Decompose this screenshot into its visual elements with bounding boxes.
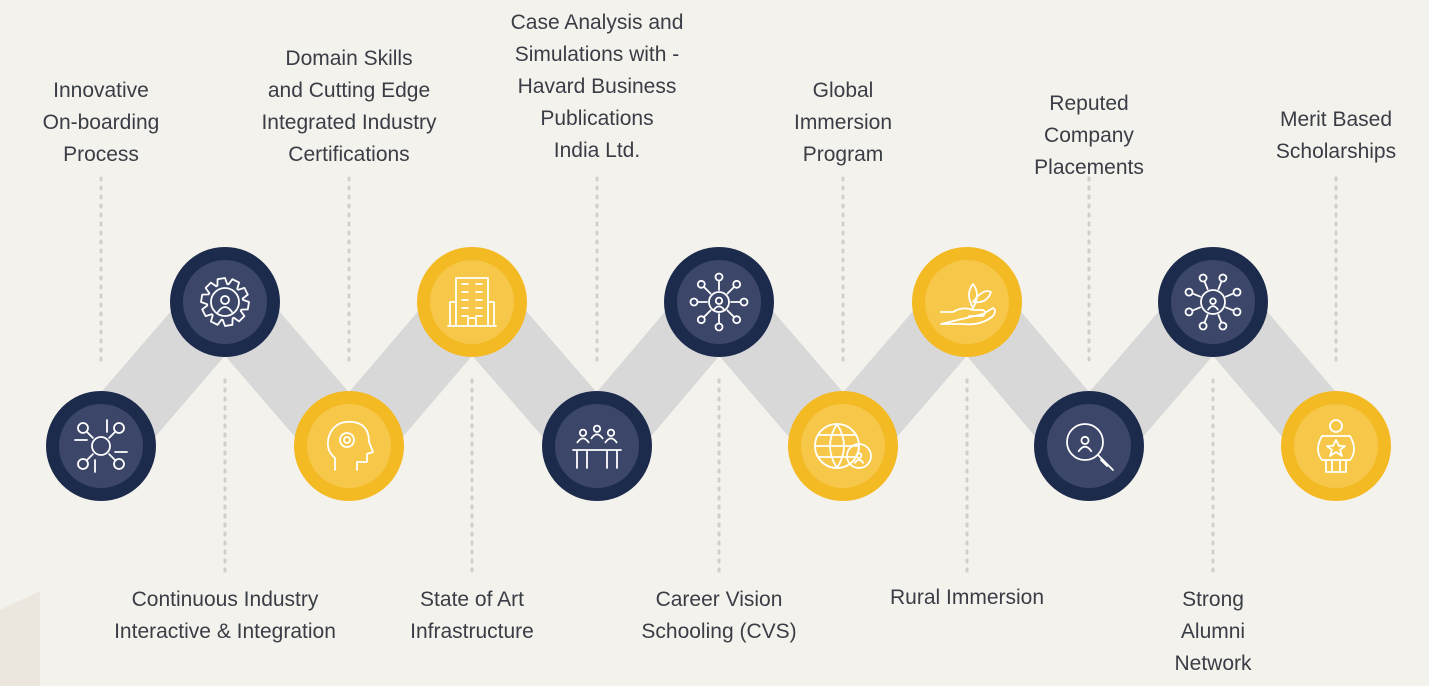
trophy-person-icon bbox=[1317, 419, 1355, 473]
step-node bbox=[1034, 391, 1144, 501]
node-core bbox=[925, 260, 1009, 344]
step-label: Domain Skills and Cutting Edge Integrate… bbox=[261, 47, 437, 166]
step-label: Case Analysis and Simulations with - Hav… bbox=[510, 11, 684, 162]
building-icon bbox=[447, 277, 497, 327]
step-label: Strong Alumni Network bbox=[1174, 588, 1252, 675]
alumni-network-icon bbox=[1184, 273, 1242, 331]
step-node bbox=[46, 391, 156, 501]
node-core bbox=[430, 260, 514, 344]
step-node bbox=[170, 247, 280, 357]
step-nodes bbox=[46, 247, 1391, 501]
step-node bbox=[912, 247, 1022, 357]
step-label: Reputed Company Placements bbox=[1034, 92, 1144, 179]
step-label: Merit Based Scholarships bbox=[1275, 108, 1397, 163]
node-core bbox=[1171, 260, 1255, 344]
dotted-guides bbox=[99, 176, 1338, 576]
search-person-icon bbox=[1066, 423, 1114, 471]
gear-person-icon bbox=[200, 277, 250, 327]
node-core bbox=[555, 404, 639, 488]
step-node bbox=[1281, 391, 1391, 501]
node-core bbox=[59, 404, 143, 488]
step-node bbox=[542, 391, 652, 501]
step-node bbox=[1158, 247, 1268, 357]
step-node bbox=[294, 391, 404, 501]
meeting-table-icon bbox=[572, 424, 622, 469]
hand-plant-icon bbox=[940, 283, 996, 326]
step-label: Global Immersion Program bbox=[793, 79, 893, 166]
step-label: Rural Immersion bbox=[889, 586, 1045, 609]
step-label: State of Art Infrastructure bbox=[410, 588, 534, 643]
node-core bbox=[677, 260, 761, 344]
node-core bbox=[183, 260, 267, 344]
person-network-icon bbox=[689, 272, 749, 332]
node-core bbox=[1047, 404, 1131, 488]
step-node bbox=[788, 391, 898, 501]
step-label: Career Vision Schooling (CVS) bbox=[641, 588, 797, 643]
head-gear-icon bbox=[326, 420, 374, 471]
step-label: Innovative On-boarding Process bbox=[42, 79, 160, 166]
step-label: Continuous Industry Interactive & Integr… bbox=[114, 588, 336, 643]
network-people-icon bbox=[74, 419, 128, 473]
step-node bbox=[664, 247, 774, 357]
globe-person-icon bbox=[814, 423, 872, 469]
step-node bbox=[417, 247, 527, 357]
node-core bbox=[1294, 404, 1378, 488]
